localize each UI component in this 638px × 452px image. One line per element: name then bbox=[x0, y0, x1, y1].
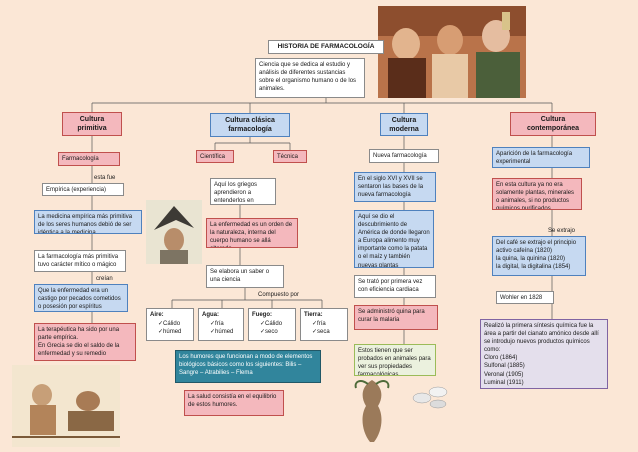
element-name: Tierra: bbox=[304, 312, 323, 318]
america-box: Aquí se dio el descubrimiento de América… bbox=[354, 210, 434, 268]
sintesis-box: Realizó la primera síntesis química fue … bbox=[480, 319, 608, 389]
header-cultura-primitiva: Cultura primitiva bbox=[62, 112, 122, 136]
wohler-box: Wohler en 1828 bbox=[496, 291, 554, 304]
extrajo-box: Del café se extrajo el principio activo … bbox=[492, 236, 586, 276]
terapeutica-box: La terapéutica ha sido por una parte emp… bbox=[34, 323, 136, 361]
griegos-box: Aquí los griegos aprendieron a entenderl… bbox=[210, 178, 276, 205]
element-fuego: Fuego: Cálido seco bbox=[248, 308, 296, 341]
farmacologia-box: Farmacología bbox=[58, 152, 120, 166]
element-property: fría bbox=[210, 320, 240, 328]
medieval-engraving-image bbox=[12, 365, 120, 447]
page-title: HISTORIA DE FARMACOLOGÍA bbox=[268, 40, 384, 54]
element-name: Aire: bbox=[150, 312, 164, 318]
castigo-box: Que la enfermedad era un castigo por pec… bbox=[34, 284, 128, 312]
mandrake-root-image bbox=[350, 376, 394, 446]
saber-box: Se elabora un saber o una ciencia bbox=[206, 265, 284, 288]
nueva-farmacologia-box: Nueva farmacología bbox=[369, 149, 439, 163]
enfermedad-orden-box: La enfermedad es un orden de la naturale… bbox=[206, 218, 298, 248]
header-cultura-moderna: Cultura moderna bbox=[380, 113, 428, 136]
salud-box: La salud consistía en el equilibrio de e… bbox=[184, 390, 284, 416]
element-name: Fuego: bbox=[252, 312, 272, 318]
greek-oracle-image bbox=[146, 200, 202, 264]
farmacologia-primitiva-box: La farmacología más primitiva tuvo carác… bbox=[34, 250, 126, 272]
probados-box: Estos tienen que ser probados en animale… bbox=[354, 344, 436, 376]
tecnica-box: Técnica bbox=[273, 150, 307, 163]
element-name: Agua: bbox=[202, 312, 219, 318]
element-aire: Aire: Cálido húmed bbox=[146, 308, 194, 341]
humores-box: Los humores que funcionan a modo de elem… bbox=[175, 350, 321, 383]
aparicion-box: Aparición de la farmacología experimenta… bbox=[492, 147, 590, 168]
empirica-box: Empírica (experiencia) bbox=[42, 183, 124, 196]
compuesto-por-label: Compuesto por bbox=[258, 292, 300, 298]
malaria-box: Se administró quina para curar la malari… bbox=[354, 305, 438, 330]
medicina-empirica-box: La medicina empírica más primitiva de lo… bbox=[34, 210, 142, 234]
cardiaca-box: Se trató por primera vez con eficiencia … bbox=[354, 275, 436, 298]
element-property: seco bbox=[260, 328, 292, 336]
element-property: Cálido bbox=[158, 320, 190, 328]
productos-quimicos-box: En esta cultura ya no era solamente plan… bbox=[492, 178, 582, 210]
header-cultura-clasica: Cultura clásica farmacología bbox=[210, 113, 290, 137]
siglos-box: En el siglo XVI y XVII se sentaron las b… bbox=[354, 172, 436, 202]
se-extrajo-label: Se extrajo bbox=[548, 228, 576, 234]
cientifica-box: Científica bbox=[196, 150, 234, 163]
header-cultura-contemporanea: Cultura contemporánea bbox=[510, 112, 596, 136]
element-agua: Agua: fría húmed bbox=[198, 308, 244, 341]
element-property: Cálido bbox=[260, 320, 292, 328]
creian-label: creían bbox=[96, 276, 113, 282]
element-property: húmed bbox=[158, 328, 190, 336]
definition-box: Ciencia que se dedica al estudio y análi… bbox=[255, 58, 365, 98]
element-tierra: Tierra: fría seca bbox=[300, 308, 348, 341]
pills-image bbox=[410, 382, 452, 412]
pharmacy-figures-image bbox=[378, 6, 526, 98]
element-property: seca bbox=[312, 328, 344, 336]
element-property: húmed bbox=[210, 328, 240, 336]
esta-fue-label: esta fue bbox=[94, 175, 116, 181]
element-property: fría bbox=[312, 320, 344, 328]
